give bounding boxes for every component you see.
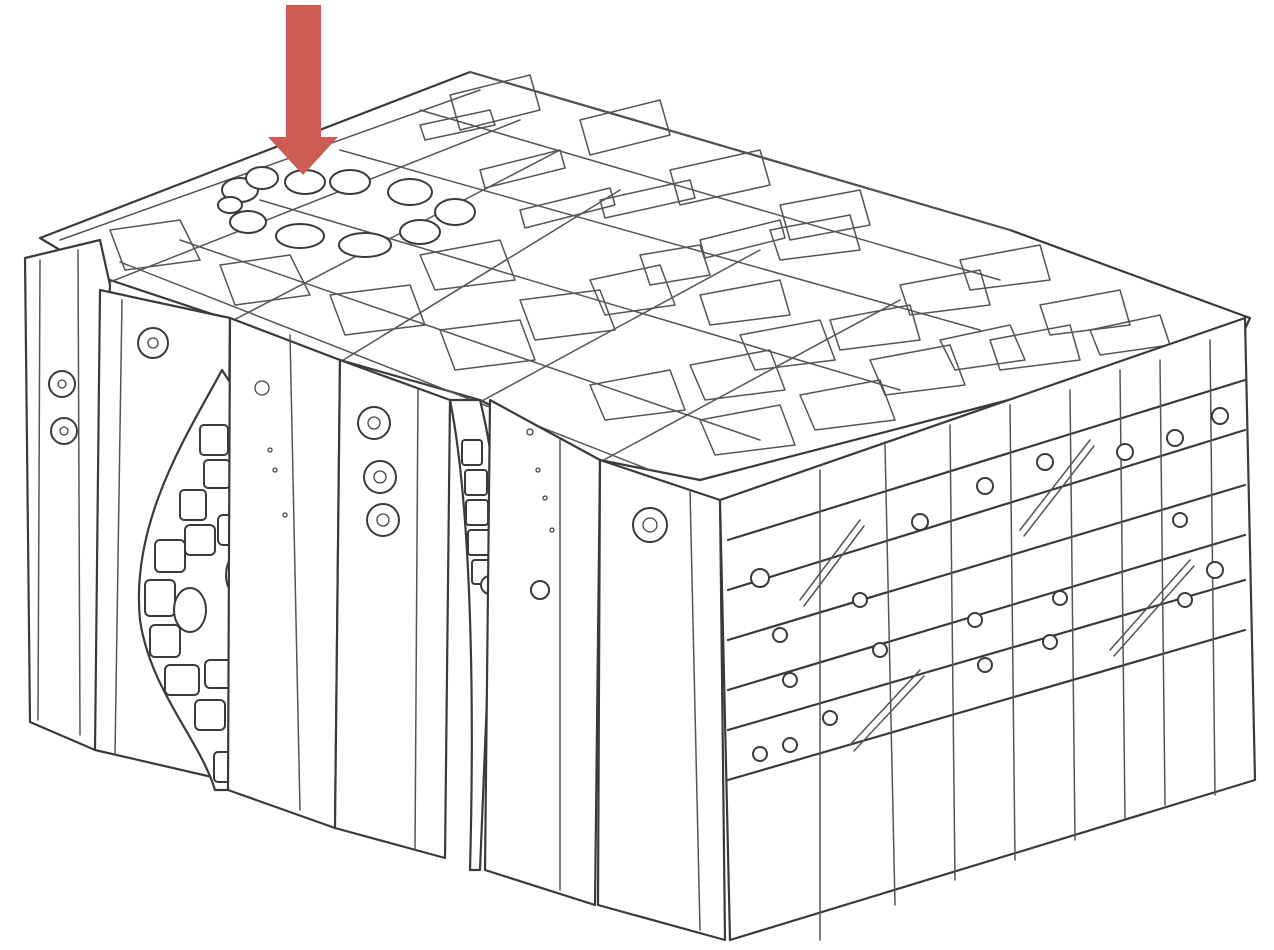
resin-canal-top — [217, 166, 476, 258]
ray-pits — [750, 407, 1229, 762]
front-face-middle — [448, 398, 602, 907]
front-face-right — [596, 316, 1257, 942]
pointer-arrow — [268, 5, 338, 175]
tracheid-lumens — [109, 74, 1171, 456]
front-face-left — [23, 238, 452, 860]
